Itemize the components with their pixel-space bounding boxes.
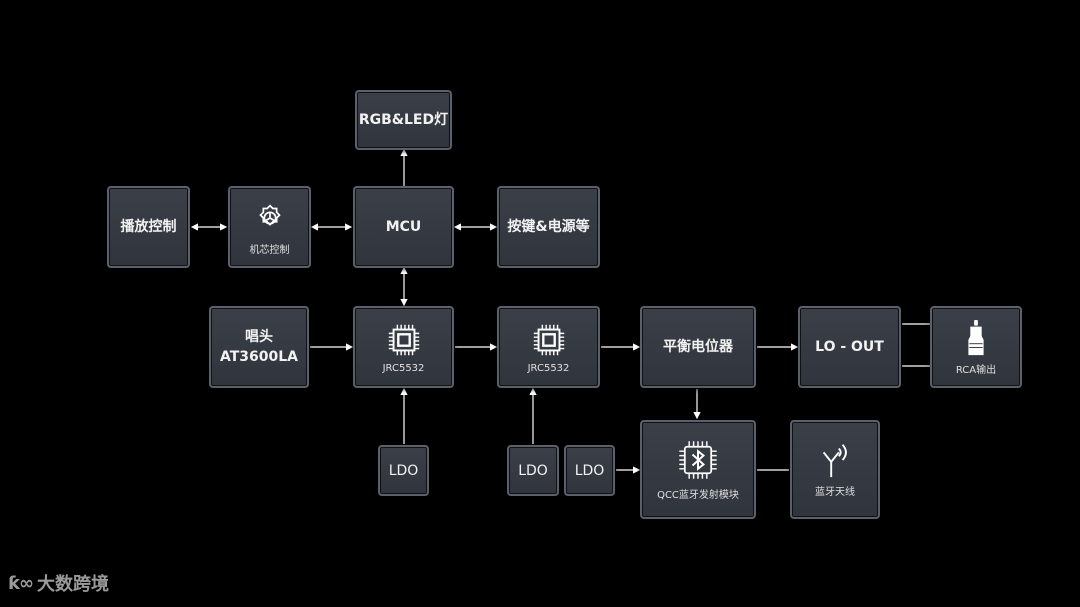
ldo-box-3: LDO [564, 445, 615, 496]
rca-output-label: RCA输出 [955, 364, 997, 376]
qcc-bluetooth-label: QCC蓝牙发射模块 [657, 490, 739, 501]
bt-antenna-box: 蓝牙天线 [790, 420, 880, 519]
play-control-label: 播放控制 [120, 219, 177, 235]
chip-icon [530, 321, 568, 359]
lo-out-label: LO - OUT [815, 339, 884, 355]
bluetooth-chip-icon [676, 438, 720, 482]
keys-power-box: 按键&电源等 [497, 186, 600, 268]
watermark-text: 大数跨境 [36, 574, 109, 595]
ldo-label-1: LDO [388, 462, 419, 479]
jrc5532-label-2: JRC5532 [527, 362, 570, 374]
gear-icon [251, 199, 289, 237]
motor-control-box: 机芯控制 [228, 186, 311, 268]
rca-output-box: RCA输出 [930, 306, 1022, 388]
jrc5532-box-2: JRC5532 [497, 306, 600, 388]
qcc-bluetooth-box: QCC蓝牙发射模块 [640, 420, 756, 519]
ldo-box-2: LDO [507, 445, 559, 496]
balance-pot-box: 平衡电位器 [640, 306, 756, 388]
antenna-icon [816, 441, 854, 479]
logo-mark-icon: ƙ∞ [8, 572, 34, 594]
lo-out-box: LO - OUT [798, 306, 901, 388]
mcu-box: MCU [353, 186, 454, 268]
rgb-led-box: RGB&LED灯 [355, 90, 452, 150]
keys-power-label: 按键&电源等 [507, 219, 590, 235]
watermark-logo: ƙ∞ 大数跨境 [8, 570, 109, 596]
rca-plug-icon [957, 319, 995, 357]
ldo-label-3: LDO [574, 462, 605, 479]
cartridge-label-2: AT3600LA [219, 349, 299, 365]
cartridge-label-1: 唱头 [245, 329, 273, 345]
cartridge-box: 唱头 AT3600LA [209, 306, 309, 388]
jrc5532-label-1: JRC5532 [382, 362, 425, 374]
ldo-box-1: LDO [378, 445, 429, 496]
mcu-label: MCU [385, 219, 422, 235]
jrc5532-box-1: JRC5532 [353, 306, 454, 388]
motor-control-label: 机芯控制 [249, 244, 290, 256]
chip-icon [385, 321, 423, 359]
rgb-led-label: RGB&LED灯 [358, 112, 449, 128]
play-control-box: 播放控制 [107, 186, 190, 268]
ldo-label-2: LDO [518, 462, 548, 479]
balance-pot-label: 平衡电位器 [663, 339, 733, 355]
bt-antenna-label: 蓝牙天线 [815, 487, 855, 498]
